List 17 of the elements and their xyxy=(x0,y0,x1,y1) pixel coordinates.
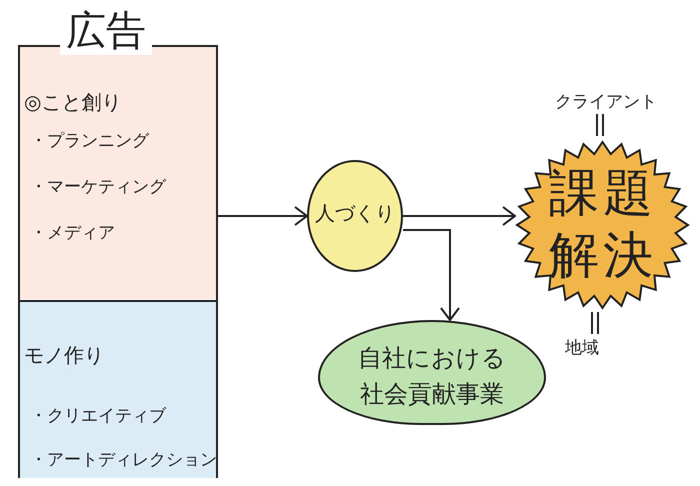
bubble-label: 人づくり xyxy=(315,200,395,227)
box-heading: 広告 xyxy=(60,7,152,55)
arrow xyxy=(218,206,308,226)
list-item: ・メディア xyxy=(30,222,115,244)
list-item: ・クリエイティブ xyxy=(30,405,166,427)
list-item: ・マーケティング xyxy=(30,176,166,198)
arrow xyxy=(403,229,460,321)
list-item: ・アートディレクション xyxy=(30,449,217,471)
burst-label: 課題解決 xyxy=(548,163,658,286)
list-item: ・プランニング xyxy=(30,130,149,152)
blob-label: 自社における社会貢献事業 xyxy=(357,343,507,410)
section-heading: モノ作り xyxy=(24,342,104,369)
section-panel xyxy=(20,300,216,478)
side-label: 地域 xyxy=(565,337,599,359)
arrow xyxy=(403,206,516,226)
section-heading: ◎こと創り xyxy=(24,89,122,116)
side-label: クライアント xyxy=(555,91,657,113)
